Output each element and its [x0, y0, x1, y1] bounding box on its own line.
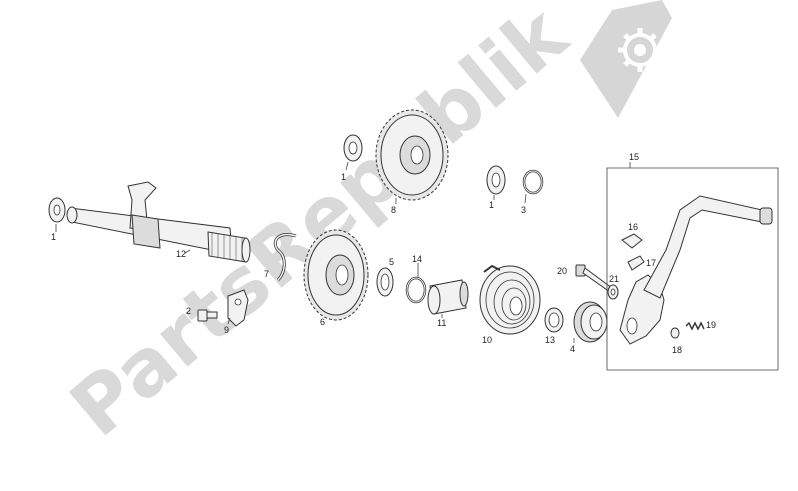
circlip-part-14: [405, 276, 427, 304]
kick-lever-assembly-box: [606, 162, 779, 371]
callout-19: 19: [706, 320, 716, 330]
washer-part-5: [376, 267, 394, 297]
callout-15: 15: [629, 152, 639, 162]
callout-20: 20: [557, 266, 567, 276]
clip-part-7: [273, 233, 297, 282]
callout-18: 18: [672, 345, 682, 355]
callout-5: 5: [389, 257, 394, 267]
bush-part-11: [427, 279, 469, 315]
plate-part-9: [227, 289, 249, 327]
callout-17: 17: [646, 258, 656, 268]
bolt-part-20: [575, 264, 613, 293]
washer-part-1: [486, 165, 506, 195]
washer-part-21: [607, 284, 619, 300]
kickstart-shaft-part-12: [66, 181, 251, 263]
washer-part-13: [544, 307, 564, 333]
callout-9: 9: [224, 325, 229, 335]
callout-1: 1: [341, 172, 346, 182]
bolt-part-2: [197, 309, 218, 322]
gear-part-8: [375, 109, 449, 201]
callout-1: 1: [489, 200, 494, 210]
callout-7: 7: [264, 269, 269, 279]
callout-1: 1: [51, 232, 56, 242]
callout-8: 8: [391, 205, 396, 215]
circlip-part-3: [522, 169, 544, 195]
callout-21: 21: [609, 274, 619, 284]
bearing-part-4: [573, 301, 608, 343]
callout-12: 12: [176, 249, 186, 259]
callout-4: 4: [570, 344, 575, 354]
callout-13: 13: [545, 335, 555, 345]
callout-11: 11: [437, 318, 446, 328]
callout-6: 6: [320, 317, 325, 327]
gear-icon: [580, 0, 672, 118]
callout-10: 10: [482, 335, 492, 345]
washer-part-1: [343, 134, 363, 162]
spring-part-10: [479, 264, 541, 335]
callout-14: 14: [412, 254, 422, 264]
callout-3: 3: [521, 205, 526, 215]
gear-part-6: [303, 229, 369, 321]
callout-16: 16: [628, 222, 638, 232]
callout-2: 2: [186, 306, 191, 316]
washer-part-1: [48, 197, 66, 223]
